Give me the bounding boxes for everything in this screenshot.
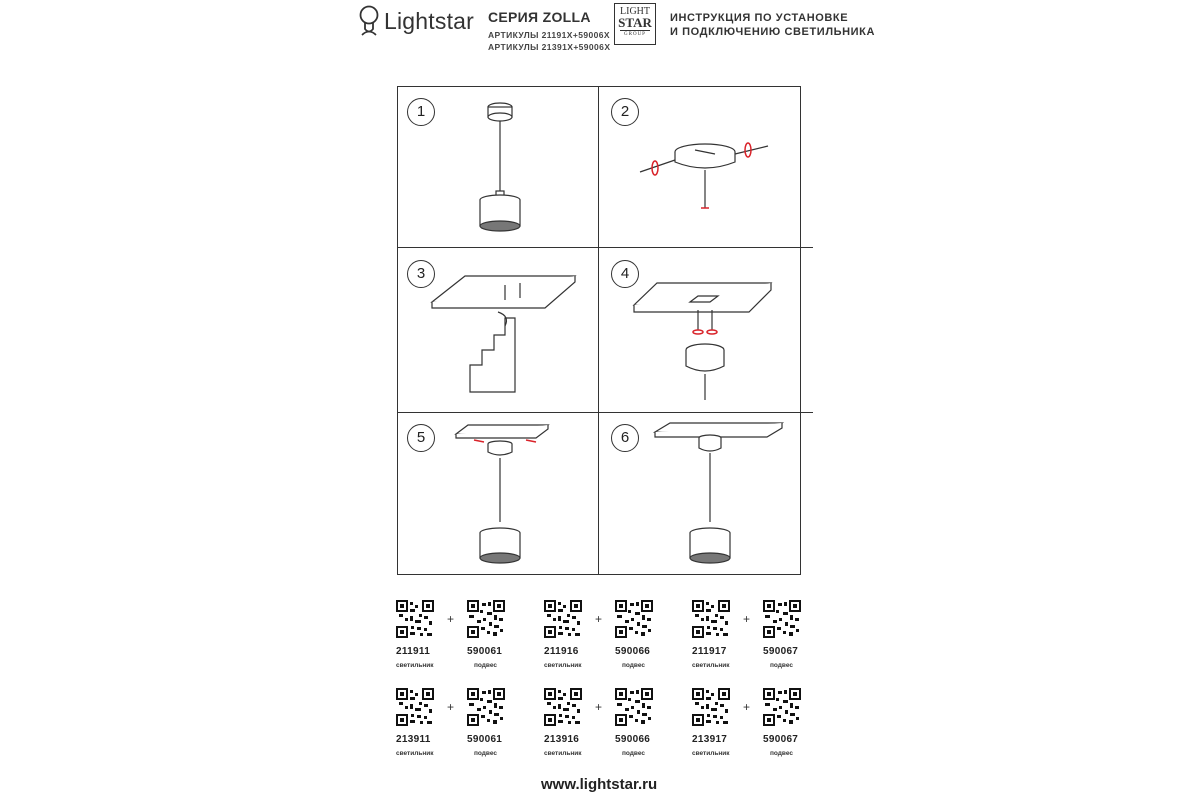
qr-code-icon [692, 688, 730, 726]
suspension-label: подвес [622, 750, 645, 757]
panel-divider-vertical [598, 86, 599, 575]
product-label: светильник [692, 662, 730, 669]
plus-sign: + [743, 612, 751, 626]
website-link[interactable]: www.lightstar.ru [541, 776, 658, 793]
suspension-code: 590061 [467, 734, 503, 745]
bulb-icon [359, 5, 379, 36]
product-code: 211911 [396, 646, 431, 657]
screw-arrows-icon [692, 329, 718, 335]
rotation-arrows-icon [651, 142, 752, 209]
suspension-code: 590067 [763, 646, 799, 657]
product-label: светильник [692, 750, 730, 757]
ceiling-bracket-illustration [632, 282, 773, 400]
qr-code-icon [763, 600, 801, 638]
suspension-label: подвес [770, 662, 793, 669]
plus-sign: + [447, 612, 455, 626]
instructions-title-2: И ПОДКЛЮЧЕНИЮ СВЕТИЛЬНИКА [670, 26, 876, 38]
qr-code-icon [615, 600, 653, 638]
suspension-label: подвес [474, 662, 497, 669]
qr-code-icon [467, 600, 505, 638]
group-logo-word-1: LIGHT [620, 6, 650, 17]
step-number-6: 6 [611, 424, 639, 452]
qr-code-icon [544, 600, 582, 638]
pendant-lamp-illustration-1 [479, 102, 521, 232]
step-number-3: 3 [407, 260, 435, 288]
product-code: 211917 [692, 646, 727, 657]
suspension-label: подвес [770, 750, 793, 757]
suspension-code: 590067 [763, 734, 799, 745]
group-logo-word-3: GROUP [620, 30, 650, 38]
canopy-mount-illustration [454, 424, 550, 564]
brand-name: Lightstar [384, 7, 475, 34]
qr-code-icon [763, 688, 801, 726]
product-code: 213917 [692, 734, 728, 745]
instruction-panels [397, 86, 801, 575]
lightstar-group-logo: LIGHT STAR GROUP [614, 3, 656, 45]
ceiling-ladder-illustration [430, 275, 577, 393]
instructions-title-1: ИНСТРУКЦИЯ ПО УСТАНОВКЕ [670, 12, 849, 24]
product-code: 211916 [544, 646, 579, 657]
plus-sign: + [743, 700, 751, 714]
product-code: 213916 [544, 734, 580, 745]
product-label: светильник [396, 750, 434, 757]
qr-code-icon [396, 600, 434, 638]
plus-sign: + [595, 612, 603, 626]
suspension-label: подвес [622, 662, 645, 669]
qr-code-icon [615, 688, 653, 726]
plus-sign: + [447, 700, 455, 714]
step-number-5: 5 [407, 424, 435, 452]
panel-divider-2 [397, 412, 813, 413]
mount-arrows-icon [473, 439, 537, 443]
product-label: светильник [396, 662, 434, 669]
brand-logo: Lightstar [358, 4, 474, 38]
group-logo-word-2: STAR [618, 15, 652, 30]
product-label: светильник [544, 662, 582, 669]
installed-lamp-illustration [652, 422, 785, 564]
suspension-code: 590061 [467, 646, 503, 657]
panel-divider-1 [397, 247, 813, 248]
suspension-label: подвес [474, 750, 497, 757]
qr-code-icon [692, 600, 730, 638]
articles-line-2: АРТИКУЛЫ 21391X+59006X [488, 42, 611, 52]
plus-sign: + [595, 700, 603, 714]
qr-code-icon [467, 688, 505, 726]
step-number-4: 4 [611, 260, 639, 288]
step-number-1: 1 [407, 98, 435, 126]
step-number-2: 2 [611, 98, 639, 126]
product-label: светильник [544, 750, 582, 757]
articles-line-1: АРТИКУЛЫ 21191X+59006X [488, 30, 610, 40]
canopy-screws-illustration [639, 143, 769, 208]
suspension-code: 590066 [615, 734, 651, 745]
qr-code-icon [544, 688, 582, 726]
product-code: 213911 [396, 734, 431, 745]
series-title: СЕРИЯ ZOLLA [488, 9, 591, 25]
qr-code-icon [396, 688, 434, 726]
suspension-code: 590066 [615, 646, 651, 657]
